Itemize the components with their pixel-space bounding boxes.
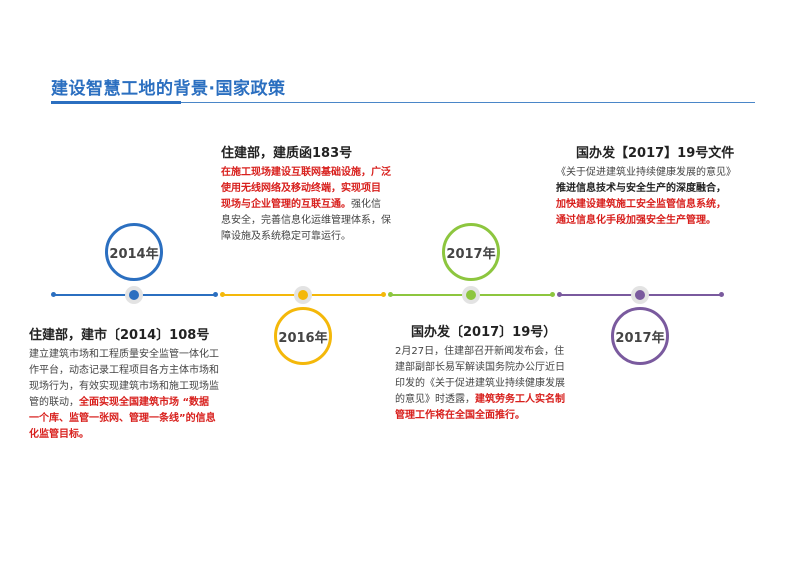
timeline-dot	[220, 292, 225, 297]
policy-text: 建立建筑市场和工程质量安全监管一体化工	[29, 349, 219, 360]
policy-highlight: 现场与企业管理的互联互通。	[221, 199, 351, 210]
timeline-end-dot	[719, 292, 724, 297]
policy-text: 现场行为，有效实现建筑市场和施工现场监	[29, 381, 219, 392]
policy-heading: 住建部，建质函183号	[221, 146, 353, 161]
year-circle-2017b: 2017年	[611, 307, 669, 365]
policy-text: 建部副部长易军解读国务院办公厅近日	[395, 362, 565, 373]
policy-text: 管的联动，	[29, 397, 79, 408]
policy-highlight: 建筑劳务工人实名制	[475, 394, 565, 405]
year-circle-2017a: 2017年	[442, 223, 500, 281]
policy-text: 障设施及系统稳定可靠运行。	[221, 231, 351, 242]
policy-text: 《关于促进建筑业持续健康发展的意见》	[556, 167, 736, 178]
policy-text: 强化信	[351, 199, 381, 210]
policy-block-2017a: 国办发〔2017〕19号） 2月27日，住建部召开新闻发布会，住 建部副部长易军…	[395, 325, 575, 424]
policy-heading: 国办发〔2017〕19号）	[411, 325, 557, 340]
policy-text: 推进信息技术与安全生产的深度融合，	[556, 183, 726, 194]
policy-highlight: 化监管目标。	[29, 429, 89, 440]
timeline-node-2017b	[631, 286, 649, 304]
policy-heading: 国办发【2017】19号文件	[576, 146, 735, 161]
policy-highlight: 加快建设建筑施工安全监管信息系统，	[556, 199, 726, 210]
policy-text: 息安全，完善信息化运维管理体系，保	[221, 215, 391, 226]
policy-highlight: 管理工作将在全国全面推行。	[395, 410, 525, 421]
policy-heading: 住建部，建市〔2014〕108号	[29, 328, 210, 343]
policy-highlight: 在施工现场建设互联网基础设施，广泛	[221, 167, 391, 178]
timeline-dot	[550, 292, 555, 297]
policy-text: 作平台，动态记录工程项目各方主体市场和	[29, 365, 219, 376]
year-circle-2014: 2014年	[105, 223, 163, 281]
policy-highlight: 使用无线网络及移动终端，实现项目	[221, 183, 381, 194]
timeline-node-2014	[125, 286, 143, 304]
policy-text: 的意见》时透露，	[395, 394, 475, 405]
title-underline	[51, 102, 755, 103]
timeline-dot	[557, 292, 562, 297]
timeline-dot	[381, 292, 386, 297]
page-title: 建设智慧工地的背景·国家政策	[51, 79, 286, 99]
timeline-start-dot	[51, 292, 56, 297]
timeline-node-2017a	[462, 286, 480, 304]
timeline-node-2016	[294, 286, 312, 304]
policy-text: 印发的《关于促进建筑业持续健康发展	[395, 378, 565, 389]
policy-highlight: 一个库、监管一张网、管理一条线”的信息	[29, 413, 216, 424]
policy-block-2016: 住建部，建质函183号 在施工现场建设互联网基础设施，广泛 使用无线网络及移动终…	[221, 146, 406, 245]
policy-text: 2月27日，住建部召开新闻发布会，住	[395, 346, 565, 357]
title-accent-bar	[51, 101, 181, 104]
timeline-dot	[213, 292, 218, 297]
policy-highlight: 全面实现全国建筑市场 “数据	[79, 397, 210, 408]
policy-block-2017b: 国办发【2017】19号文件 《关于促进建筑业持续健康发展的意见》 推进信息技术…	[556, 146, 756, 229]
policy-highlight: 通过信息化手段加强安全生产管理。	[556, 215, 716, 226]
policy-block-2014: 住建部，建市〔2014〕108号 建立建筑市场和工程质量安全监管一体化工 作平台…	[29, 328, 234, 443]
year-circle-2016: 2016年	[274, 307, 332, 365]
timeline-dot	[388, 292, 393, 297]
